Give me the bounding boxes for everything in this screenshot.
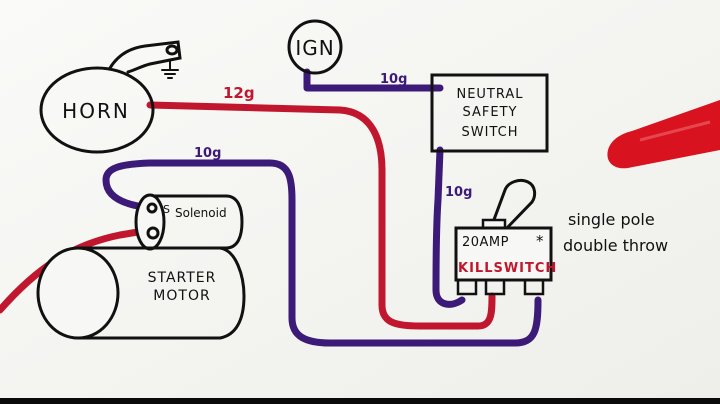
nss-label-line3: SWITCH — [462, 125, 519, 140]
starter-label-line2: MOTOR — [153, 288, 210, 304]
kill-switch-rating: 20AMP — [462, 235, 509, 250]
solenoid-label: Solenoid — [175, 206, 227, 220]
starter-end-cap — [36, 246, 120, 340]
ign-wire-gauge-label: 10g — [380, 72, 407, 87]
horn-body — [39, 66, 155, 154]
horn-label: HORN — [62, 99, 130, 123]
horn-terminal — [165, 44, 179, 56]
horn — [39, 40, 182, 154]
starter-label-line1: STARTER — [148, 270, 217, 286]
solenoid-wire-gauge-label: 10g — [194, 146, 221, 161]
kill-switch-terminal-1 — [456, 278, 478, 296]
kill-switch-star: * — [536, 232, 544, 250]
red-marker — [607, 100, 720, 169]
annotation-line2: double throw — [563, 236, 668, 255]
starter-motor — [36, 246, 246, 340]
bottom-letterbox — [0, 398, 720, 404]
kill-switch-label: KILLSWITCH — [458, 261, 557, 276]
blue-wire-ign-to-nss — [303, 68, 444, 92]
kill-switch-terminal-2 — [484, 278, 506, 296]
red-wire-horn-to-killswitch — [146, 101, 496, 330]
ignition-circle — [287, 19, 343, 75]
horn-bell — [108, 40, 182, 74]
nss-label-line1: NEUTRAL — [456, 87, 523, 102]
nss-label-line2: SAFETY — [463, 105, 518, 120]
annotation-line1: single pole — [568, 210, 655, 229]
nss-to-kill-wire-gauge-label: 10g — [445, 185, 472, 200]
horn-wire-gauge-label: 12g — [223, 84, 255, 102]
solenoid-body — [150, 194, 244, 250]
kill-switch — [454, 178, 553, 296]
blue-wire-nss-to-killswitch — [432, 146, 466, 308]
kill-switch-terminal-3 — [523, 278, 545, 296]
ground-icon — [161, 59, 179, 79]
solenoid-terminal-main — [146, 226, 160, 240]
neutral-safety-switch-box — [430, 73, 549, 153]
ignition-label: IGN — [295, 36, 334, 60]
solenoid — [134, 193, 244, 251]
solenoid-terminal-label: S — [163, 203, 170, 216]
toggle-lever — [490, 178, 537, 232]
solenoid-terminal-s — [146, 202, 158, 214]
starter-body — [78, 246, 246, 340]
blue-wire-solenoid-to-killswitch — [102, 159, 542, 347]
